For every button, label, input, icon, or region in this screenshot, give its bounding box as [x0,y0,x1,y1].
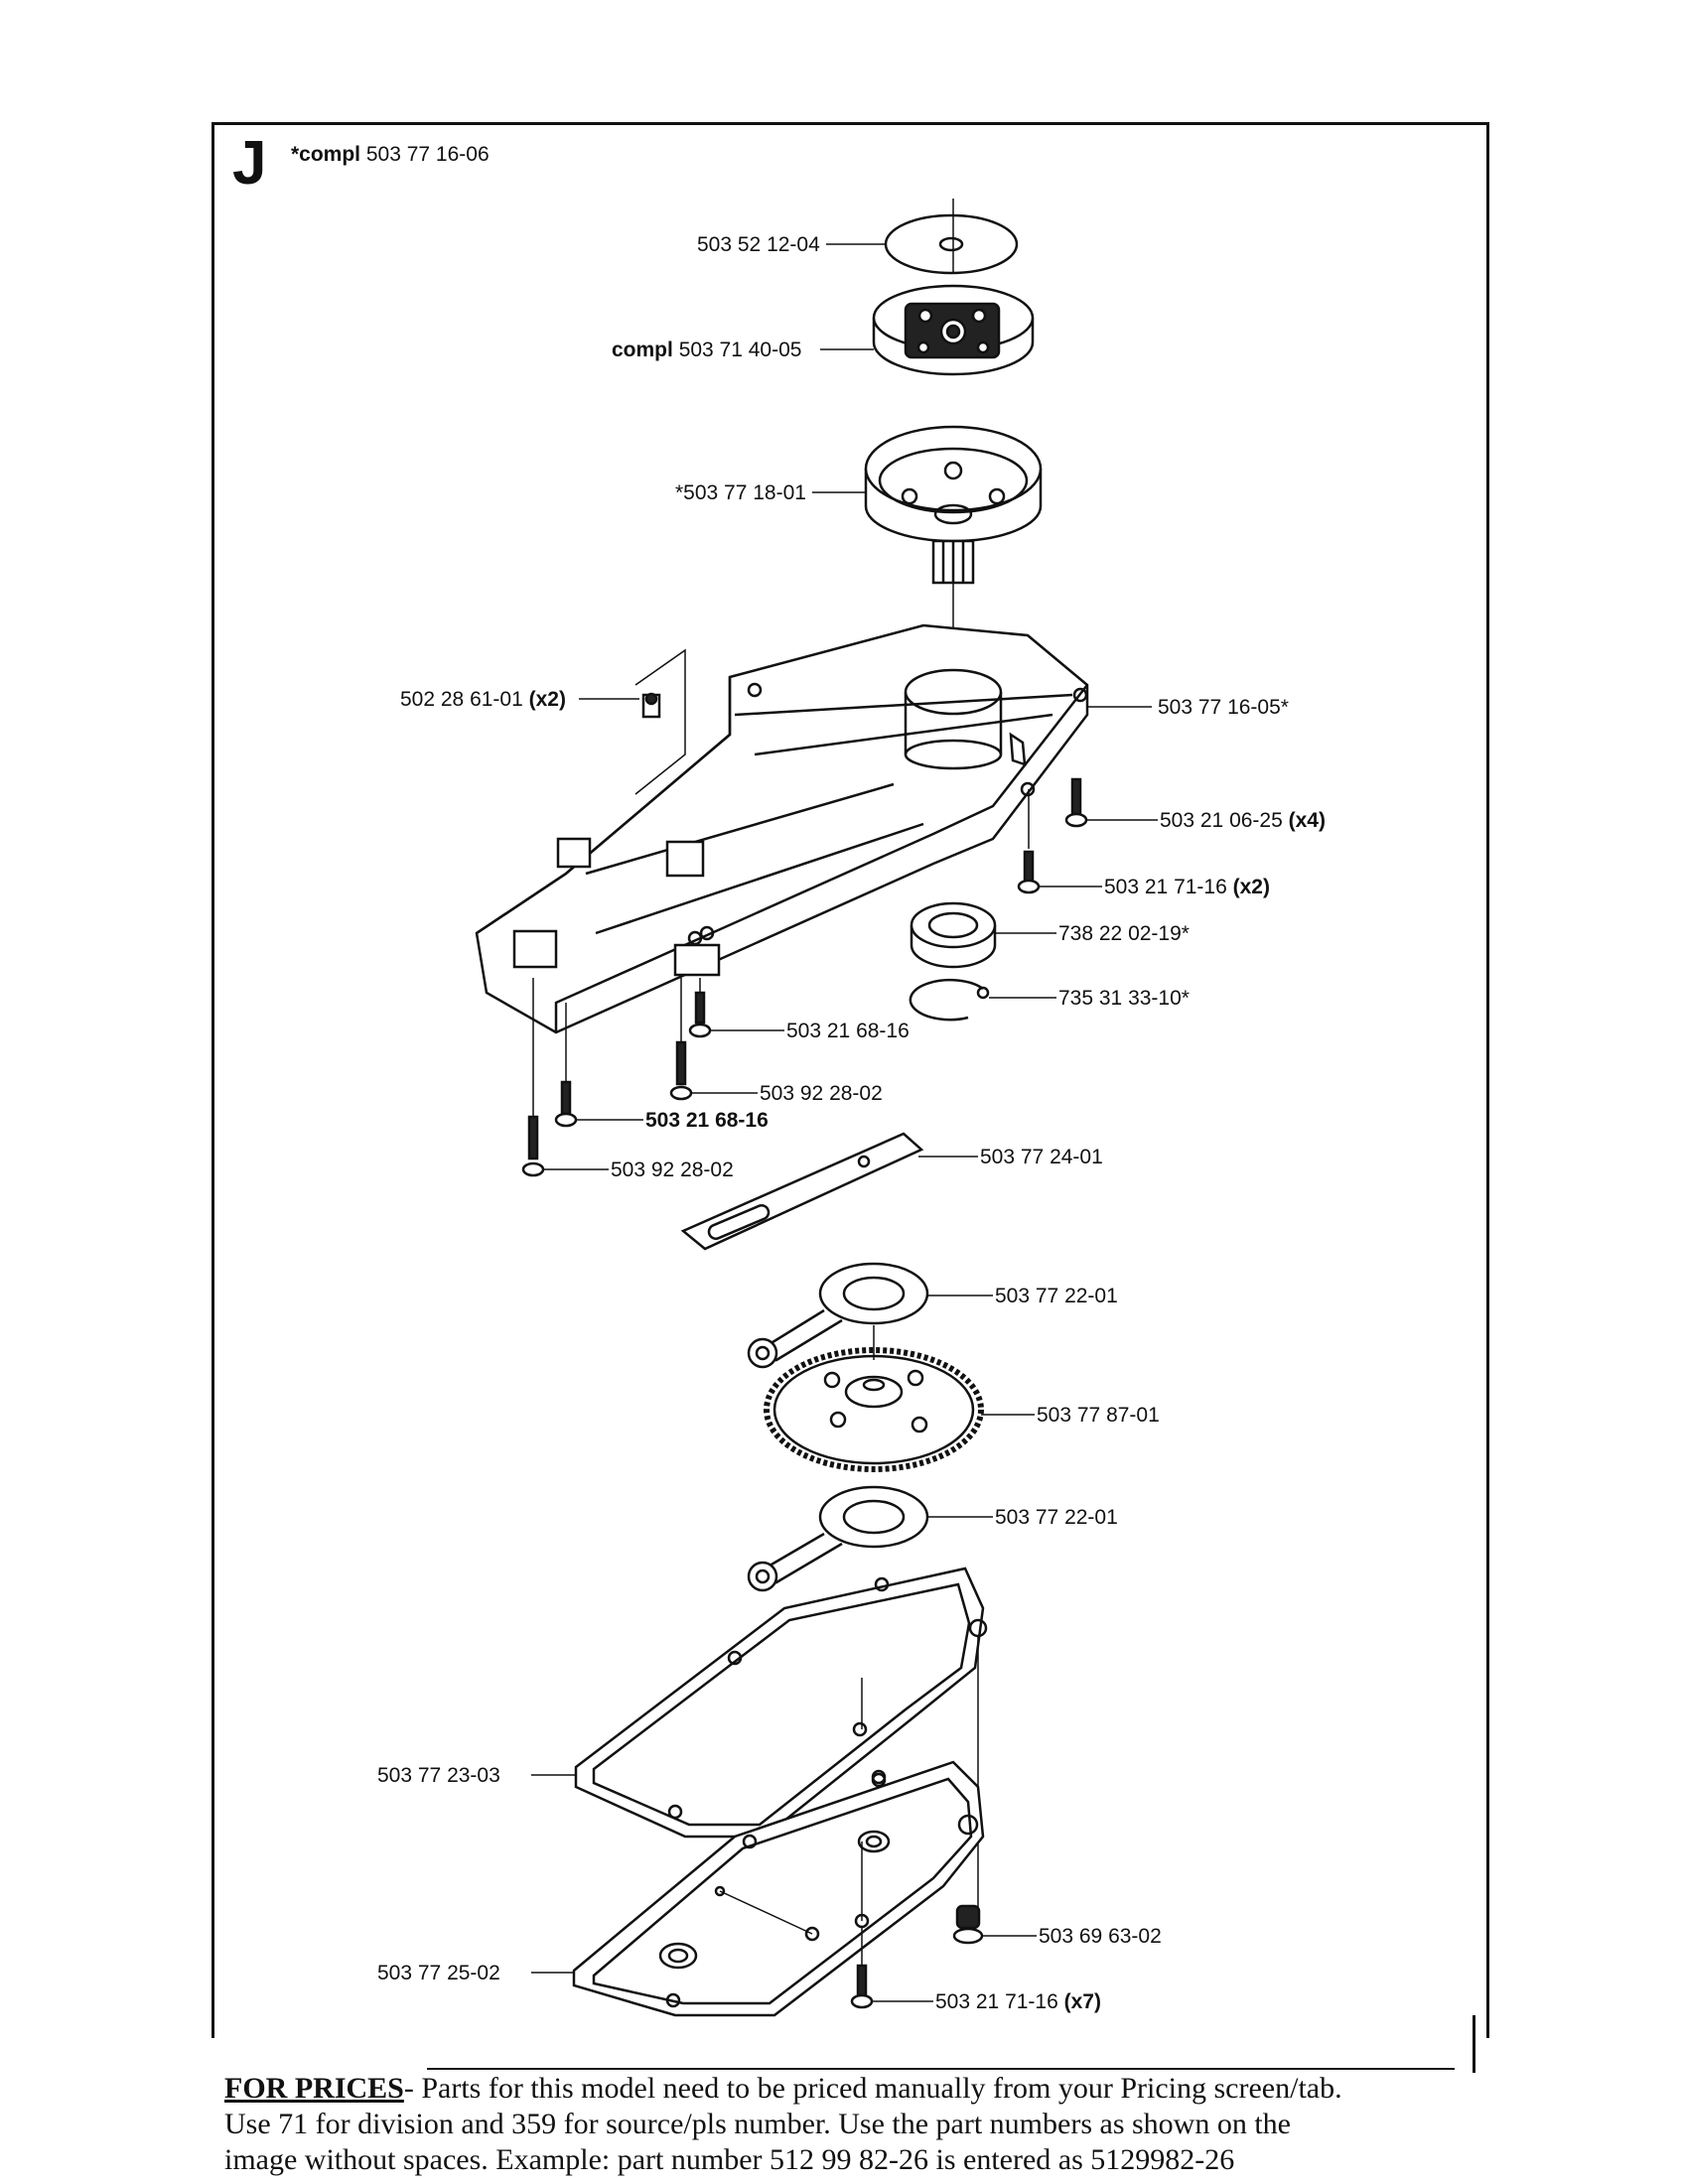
footer-text-1: - Parts for this model need to be priced… [403,2072,1342,2105]
label-screw-x2: 503 21 71-16 (x2) [1104,876,1270,898]
footer-heading: FOR PRICES [224,2072,404,2105]
clutch-assembly-part [872,284,1035,376]
section-letter: J [232,129,267,198]
clutch-drum-part [864,425,1043,585]
label-screw-a: 503 21 68-16 [786,1020,910,1042]
gear-wheel-part [764,1325,1035,1472]
label-screw-x7: 503 21 71-16 (x7) [935,1990,1101,2013]
footer-line-2: Use 71 for division and 359 for source/p… [224,2108,1291,2140]
screw-a-part [688,978,784,1038]
screw-c-part [554,1003,643,1128]
label-clutch-assembly: compl 503 71 40-05 [612,339,802,361]
screw-e-part [952,1904,1037,1945]
label-screw-d: 503 92 28-02 [611,1159,734,1181]
connecting-rod-bottom-part [747,1485,993,1592]
label-washer-top: 503 52 12-04 [697,233,820,256]
footer-line-1: FOR PRICES- Parts for this model need to… [224,2071,1515,2107]
screw-b-part [669,978,758,1101]
label-screw-x4: 503 21 06-25 (x4) [1160,809,1326,832]
screw-d-part [521,978,609,1177]
label-cover-plate: 503 77 25-02 [377,1962,500,1984]
bearing-part [910,901,1056,969]
connecting-rod-top-part [747,1262,993,1369]
label-screw-b: 503 92 28-02 [760,1082,883,1105]
screw-x7-part [850,1926,933,2009]
gasket-part [531,1567,988,1916]
label-screw-c: 503 21 68-16 [645,1109,769,1132]
guide-plate-part [680,1132,978,1251]
section-compl-number: *compl 503 77 16-06 [291,143,490,167]
label-bearing: 738 22 02-19* [1058,922,1190,945]
label-screw-e: 503 69 63-02 [1039,1925,1162,1948]
cover-plate-part [531,1760,985,2017]
pricing-footer: FOR PRICES- Parts for this model need to… [224,2071,1515,2178]
label-connecting-rod-bottom: 503 77 22-01 [995,1506,1118,1529]
screw-x2-part [1017,789,1102,894]
label-circlip: 735 31 33-10* [1058,987,1190,1010]
washer-top-part [884,213,1019,275]
label-connecting-rod-top: 503 77 22-01 [995,1285,1118,1307]
label-guide-plate: 503 77 24-01 [980,1146,1103,1168]
frame-corner-tick [1473,2015,1475,2073]
compl-number: 503 77 16-06 [365,143,490,166]
diagram-frame [211,122,1489,2038]
label-gear-wheel: 503 77 87-01 [1037,1404,1160,1427]
label-gear-housing: 503 77 16-05* [1158,696,1289,719]
footer-line-3: image without spaces. Example: part numb… [224,2143,1235,2176]
clip-part [579,648,686,795]
footer-rule [427,2068,1455,2070]
label-clutch-drum: *503 77 18-01 [675,481,806,504]
screw-x4-part [1064,777,1158,828]
compl-prefix: *compl [291,143,361,166]
label-gasket: 503 77 23-03 [377,1764,500,1787]
label-clip: 502 28 61-01 (x2) [400,688,566,711]
gear-housing-part [475,623,1089,1034]
circlip-part [909,978,1056,1022]
